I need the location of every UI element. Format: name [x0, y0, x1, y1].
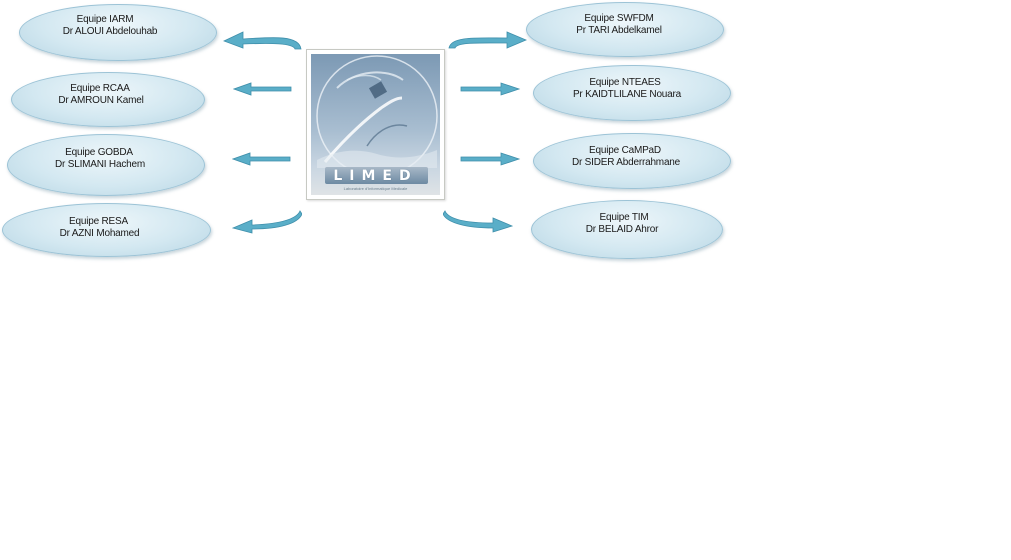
arrow-to-resa [232, 210, 302, 234]
team-name: Equipe RESA [69, 216, 128, 227]
arrow-to-rcaa [233, 82, 292, 96]
arrow-to-nteaes [460, 82, 521, 96]
arrow-to-campad [460, 152, 521, 166]
team-name: Equipe SWFDM [584, 13, 654, 24]
team-leader: Dr BELAID Ahror [585, 224, 659, 235]
arrow-to-tim [443, 210, 513, 233]
team-name: Equipe GOBDA [65, 147, 133, 158]
team-nteaes-node: Equipe NTEAES Pr KAIDTLILANE Nouara [533, 65, 731, 121]
arrow-to-gobda [232, 152, 291, 166]
arrow-to-iarm [223, 31, 302, 50]
team-name: Equipe CaMPaD [589, 145, 661, 156]
team-swfdm-node: Equipe SWFDM Pr TARI Abdelkamel [526, 2, 724, 57]
team-tim-node: Equipe TIM Dr BELAID Ahror [531, 200, 723, 259]
logo-wordmark: LIMED [333, 168, 418, 184]
arrow-to-swfdm [448, 31, 527, 49]
team-name: Equipe TIM [599, 212, 649, 223]
team-leader: Dr AMROUN Kamel [58, 95, 144, 106]
team-resa-node: Equipe RESA Dr AZNI Mohamed [2, 203, 211, 257]
logo-graphic [311, 54, 440, 195]
team-name: Equipe NTEAES [589, 77, 661, 88]
team-leader: Dr SIDER Abderrahmane [571, 157, 681, 168]
team-leader: Dr AZNI Mohamed [59, 228, 140, 239]
team-name: Equipe RCAA [70, 83, 130, 94]
team-iarm-node: Equipe IARM Dr ALOUI Abdelouhab [19, 4, 217, 61]
logo-subtitle: Laboratoire d'Informatique Medicale [343, 186, 408, 191]
team-name: Equipe IARM [76, 14, 134, 25]
team-gobda-node: Equipe GOBDA Dr SLIMANI Hachem [7, 134, 205, 196]
limed-logo: LIMED Laboratoire d'Informatique Medical… [306, 49, 445, 200]
team-leader: Pr TARI Abdelkamel [576, 25, 662, 36]
team-rcaa-node: Equipe RCAA Dr AMROUN Kamel [11, 72, 205, 127]
team-leader: Pr KAIDTLILANE Nouara [572, 89, 682, 100]
team-leader: Dr ALOUI Abdelouhab [62, 26, 158, 37]
team-leader: Dr SLIMANI Hachem [55, 159, 145, 170]
team-campad-node: Equipe CaMPaD Dr SIDER Abderrahmane [533, 133, 731, 189]
